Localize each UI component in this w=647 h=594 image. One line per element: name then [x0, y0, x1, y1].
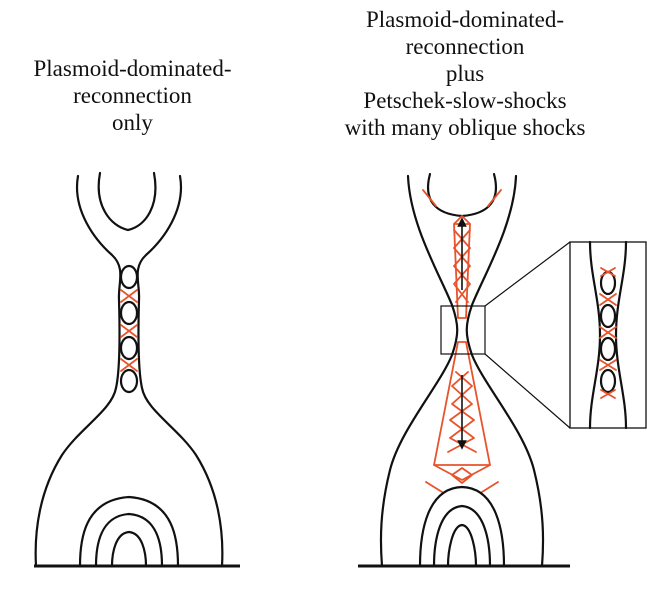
zoom-connector-top [485, 242, 570, 306]
plasmoid [121, 302, 137, 324]
left-loop-inner [112, 532, 146, 566]
zoom-region-box [441, 306, 485, 354]
left-outer-field-line-right [138, 176, 223, 566]
right-top-field-line [428, 174, 496, 216]
right-top-cusp-shock-left [423, 190, 436, 206]
plasmoid [121, 370, 137, 392]
inset-frame [570, 242, 646, 428]
left-top-field-line [99, 173, 156, 230]
right-panel [358, 174, 570, 566]
zoom-inset [570, 242, 646, 428]
right-loop-outer [420, 487, 504, 566]
left-loop-middle [96, 514, 162, 566]
right-loop-middle [434, 506, 490, 566]
right-outer-field-line-left [381, 176, 457, 566]
left-panel [34, 173, 240, 566]
left-outer-field-line-left [36, 176, 121, 566]
left-plasmoid-chain [121, 266, 137, 392]
plasmoid [121, 266, 137, 288]
zoom-connector-bottom [485, 354, 570, 428]
right-top-cusp-shock-right [488, 190, 501, 206]
right-loop-inner [448, 525, 476, 566]
plasmoid [121, 337, 137, 359]
